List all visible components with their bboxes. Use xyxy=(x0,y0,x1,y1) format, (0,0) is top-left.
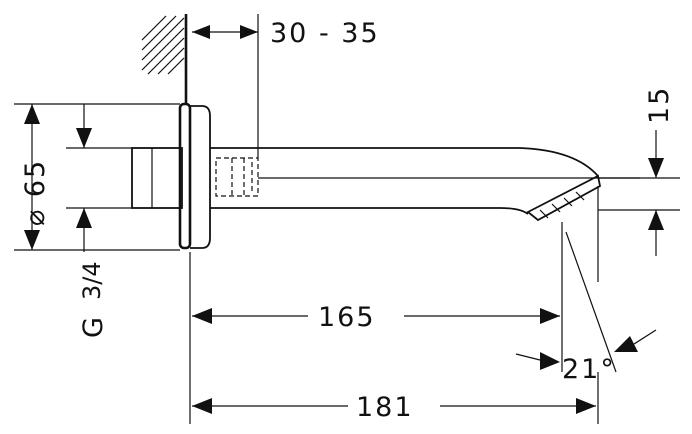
spout-rosette xyxy=(178,102,211,250)
dim-reach-total-label: 181 xyxy=(356,392,414,423)
dim-wall-offset: 30 - 35 xyxy=(192,14,380,158)
spout-body xyxy=(210,147,602,222)
dim-flange-diameter-label: ⌀ 65 xyxy=(20,159,51,226)
dim-thread: G 3/4 xyxy=(66,104,132,338)
dim-wall-offset-label: 30 - 35 xyxy=(270,18,380,49)
dim-thread-label: G xyxy=(78,315,109,338)
dim-outlet-angle-label: 21° xyxy=(562,354,616,385)
spout-back-body xyxy=(131,147,183,209)
dim-spout-drop-label: 15 xyxy=(644,86,675,124)
dim-reach-outlet: 165 xyxy=(189,222,563,424)
dim-thread-size: 3/4 xyxy=(78,261,106,300)
hidden-fixing xyxy=(215,157,259,197)
dim-flange-diameter: ⌀ 65 xyxy=(14,103,180,251)
dim-spout-drop: 15 xyxy=(598,86,680,256)
dim-reach-outlet-label: 165 xyxy=(318,302,376,333)
dim-outlet-angle: 21° xyxy=(515,186,657,385)
wall-hatch xyxy=(141,15,185,75)
dim-reach-total: 181 xyxy=(192,372,599,424)
